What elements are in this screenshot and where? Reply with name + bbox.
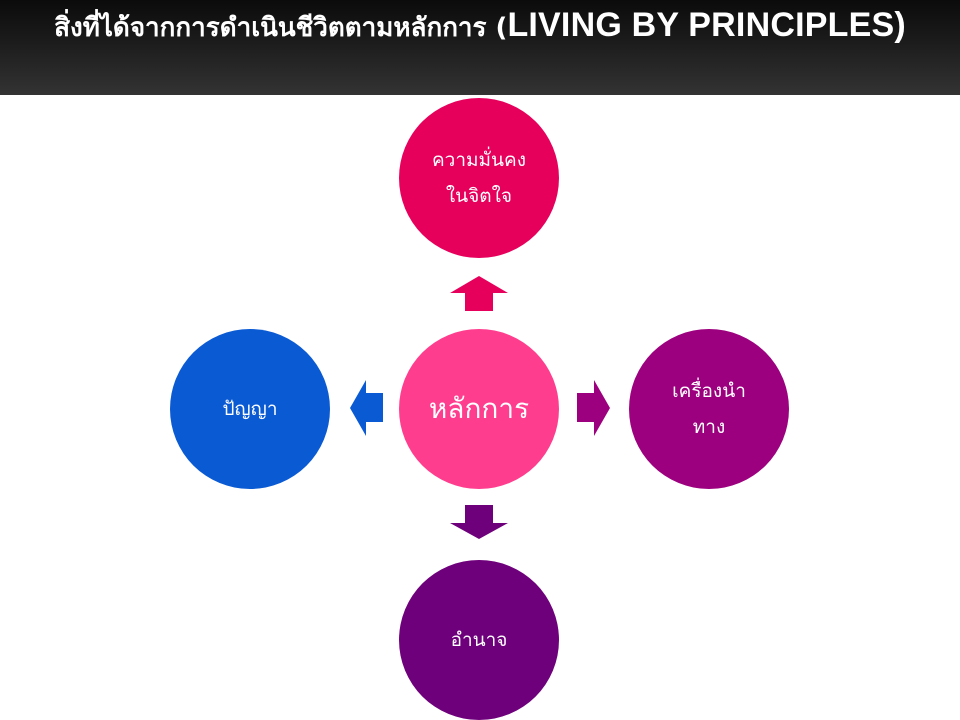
arrow-right — [577, 380, 610, 436]
slide-title-thai: สิ่งที่ได้จากการดำเนินชีวิตตามหลักการ ( — [54, 13, 508, 43]
circle-principles: หลักการ — [399, 329, 559, 489]
circle-wisdom: ปัญญา — [170, 329, 330, 489]
circle-power: อำนาจ — [399, 560, 559, 720]
slide-title: สิ่งที่ได้จากการดำเนินชีวิตตามหลักการ (L… — [0, 6, 960, 48]
circle-inner-security: ความมั่นคง ในจิตใจ — [399, 98, 559, 258]
circle-inner-security-label: ความมั่นคง ในจิตใจ — [431, 148, 527, 207]
circle-principles-label: หลักการ — [428, 392, 530, 426]
slide-title-latin: LIVING BY PRINCIPLES) — [507, 6, 906, 44]
circle-guidance-label: เครื่องนำ ทาง — [672, 379, 746, 438]
arrow-down — [450, 505, 508, 539]
title-bar: สิ่งที่ได้จากการดำเนินชีวิตตามหลักการ (L… — [0, 0, 960, 95]
circle-power-label: อำนาจ — [450, 628, 508, 651]
circle-wisdom-label: ปัญญา — [222, 397, 278, 420]
arrow-left — [350, 380, 383, 436]
arrow-up — [450, 276, 508, 311]
circle-guidance: เครื่องนำ ทาง — [629, 329, 789, 489]
